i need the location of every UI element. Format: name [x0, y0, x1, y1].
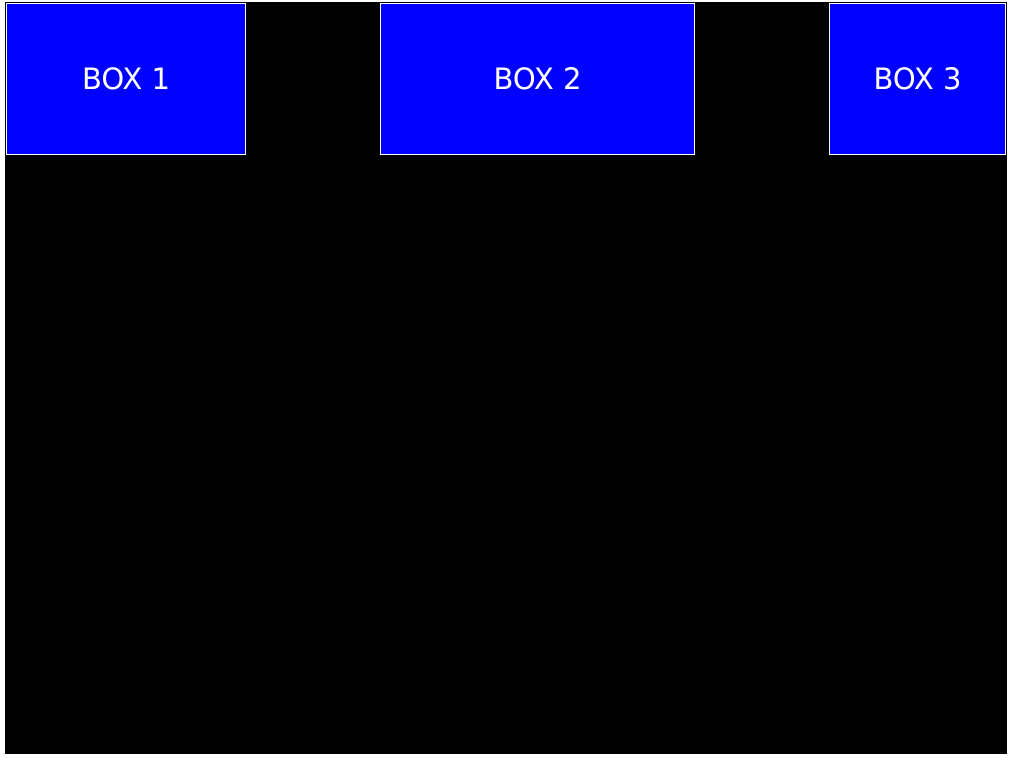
canvas-area: BOX 1 BOX 2 BOX 3	[5, 2, 1007, 754]
box-1-label: BOX 1	[82, 62, 170, 96]
box-3[interactable]: BOX 3	[829, 3, 1006, 155]
box-2[interactable]: BOX 2	[380, 3, 695, 155]
box-2-label: BOX 2	[493, 62, 582, 96]
box-3-label: BOX 3	[873, 62, 962, 96]
box-1[interactable]: BOX 1	[6, 3, 246, 155]
